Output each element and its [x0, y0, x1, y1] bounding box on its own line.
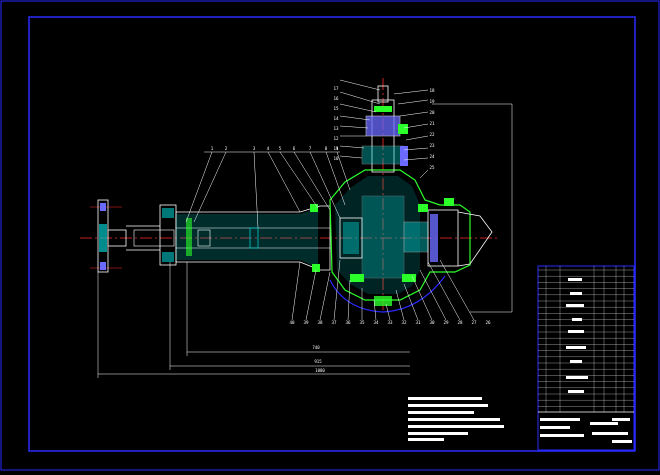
balloon-33: 33: [387, 320, 393, 325]
title-block-entry: [540, 426, 570, 429]
title-block-entry: [590, 422, 618, 425]
parts-list-entry: [568, 278, 582, 281]
balloon-8: 8: [325, 146, 328, 151]
drive-shaft-housing: [126, 204, 331, 272]
title-block-entry: [612, 440, 632, 443]
balloon-29: 29: [443, 320, 449, 325]
balloon-36: 36: [345, 320, 351, 325]
balloon-4: 4: [267, 146, 270, 151]
title-block-entry: [540, 434, 584, 437]
balloon-37: 37: [331, 320, 337, 325]
dimension-lines: [97, 262, 410, 378]
parts-list-entry: [566, 304, 584, 307]
balloon-18: 18: [429, 88, 435, 93]
vertical-input-shaft: [361, 85, 408, 173]
balloon-25: 25: [429, 165, 435, 170]
balloon-32: 32: [401, 320, 407, 325]
balloon-14: 14: [333, 116, 339, 121]
parts-list-entry: [570, 360, 582, 363]
balloon-28: 28: [457, 320, 463, 325]
parts-list-entry: [566, 376, 588, 379]
parts-list-entry: [566, 346, 586, 349]
title-block-entry: [540, 418, 580, 421]
balloon-6: 6: [293, 146, 296, 151]
balloon-12: 12: [333, 136, 339, 141]
balloon-1: 1: [211, 146, 214, 151]
balloon-34: 34: [373, 320, 379, 325]
gearbox-housing: [329, 169, 493, 313]
balloon-10: 10: [333, 156, 339, 161]
balloon-31: 31: [415, 320, 421, 325]
balloon-38: 38: [317, 320, 323, 325]
balloon-9: 9: [336, 146, 339, 151]
balloon-35: 35: [359, 320, 365, 325]
left-flange: [97, 199, 127, 273]
dimension-1080: 1080: [315, 368, 325, 373]
dimension-915: 915: [314, 359, 322, 364]
title-block-entry: [612, 418, 630, 421]
drawing-frame: [28, 16, 636, 452]
balloon-26: 26: [485, 320, 491, 325]
dimension-740: 740: [312, 345, 320, 350]
balloon-17: 17: [333, 86, 339, 91]
balloon-40: 40: [289, 320, 295, 325]
parts-list-title-block: [537, 265, 635, 451]
technical-notes-block: [408, 397, 504, 441]
balloon-30: 30: [429, 320, 435, 325]
balloon-5: 5: [279, 146, 282, 151]
leader-lines: [185, 79, 513, 321]
balloon-19: 19: [429, 99, 435, 104]
parts-list-entry: [570, 292, 582, 295]
balloon-22: 22: [429, 132, 435, 137]
balloon-2: 2: [225, 146, 228, 151]
balloon-27: 27: [471, 320, 477, 325]
parts-list-entry: [568, 330, 584, 333]
parts-list-entry: [572, 318, 582, 321]
balloon-13: 13: [333, 126, 339, 131]
title-block-entry: [592, 432, 628, 435]
balloon-16: 16: [333, 96, 339, 101]
balloon-15: 15: [333, 106, 339, 111]
balloon-3: 3: [253, 146, 256, 151]
balloon-23: 23: [429, 143, 435, 148]
parts-list-entry: [568, 390, 584, 393]
balloon-24: 24: [429, 154, 435, 159]
balloon-11: 11: [333, 146, 339, 151]
balloon-21: 21: [429, 121, 435, 126]
balloon-7: 7: [309, 146, 312, 151]
balloon-39: 39: [303, 320, 309, 325]
balloon-20: 20: [429, 110, 435, 115]
